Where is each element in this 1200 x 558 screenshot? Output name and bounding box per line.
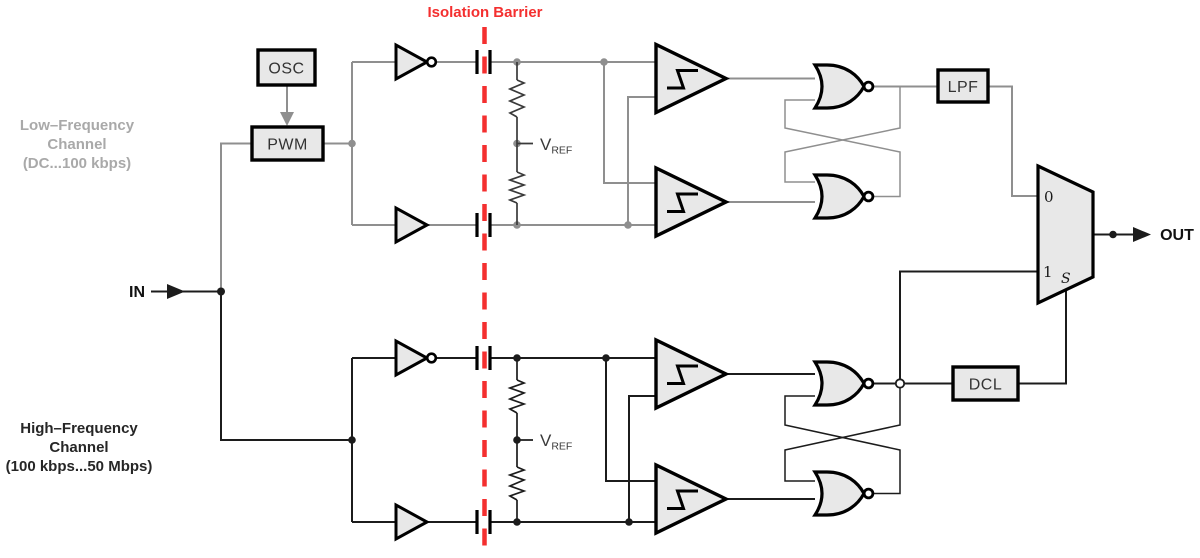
resistor-zigzag bbox=[507, 171, 527, 204]
wire-hf-latch-cross-b bbox=[784, 395, 901, 495]
tx-buffers bbox=[394, 42, 431, 542]
in-arrowhead bbox=[167, 284, 185, 299]
osc-block bbox=[256, 48, 317, 87]
mux-select-label: S bbox=[1061, 271, 1071, 287]
vref-symbol: V bbox=[540, 135, 552, 154]
capacitor-hf-top bbox=[475, 346, 492, 370]
dcl-block bbox=[951, 365, 1020, 402]
dcl-label: DCL bbox=[969, 377, 1003, 394]
hysteresis-icons bbox=[667, 69, 698, 510]
capacitor-lf-top bbox=[475, 50, 492, 74]
out-arrowhead bbox=[1133, 227, 1151, 242]
hf-schmitt-top bbox=[654, 337, 730, 411]
hysteresis-icon bbox=[667, 364, 698, 385]
wire-hf-latch-cross-a bbox=[784, 383, 901, 482]
resistor-lead bbox=[516, 62, 533, 225]
nor-bubbles bbox=[862, 80, 875, 500]
osc-label: OSC bbox=[268, 61, 304, 78]
hf-schmitt-bottom bbox=[654, 462, 730, 536]
wire-hf-cross-up bbox=[628, 395, 656, 522]
resistor-zigzag bbox=[507, 466, 527, 501]
junction-dot bbox=[348, 436, 356, 444]
hysteresis-icon bbox=[667, 192, 698, 213]
junction-dot bbox=[1109, 230, 1117, 239]
lf-vref-divider bbox=[507, 62, 533, 225]
hf-nor-bottom bbox=[812, 470, 866, 517]
junction-dot bbox=[600, 58, 608, 66]
in-port-label: IN bbox=[129, 284, 145, 301]
hf-nor-top bbox=[812, 360, 866, 407]
junction-dot bbox=[217, 287, 225, 296]
nor-gates bbox=[812, 63, 866, 517]
low-frequency-channel-label: Low–Frequency Channel (DC...100 kbps) bbox=[20, 117, 135, 172]
lf-nor-top bbox=[812, 63, 866, 110]
hf-label-line1: High–Frequency bbox=[20, 420, 138, 437]
hf-vref-divider bbox=[507, 358, 533, 522]
nor-bubble bbox=[862, 487, 875, 500]
resistor-lead bbox=[516, 358, 533, 522]
capacitor-lf-bottom bbox=[475, 213, 492, 237]
lpf-label: LPF bbox=[948, 79, 979, 96]
capacitor-hf-bottom bbox=[475, 510, 492, 534]
isolation-barrier-label: Isolation Barrier bbox=[427, 4, 542, 21]
lf-label-line2: Channel bbox=[47, 136, 106, 153]
junction-dot bbox=[625, 518, 633, 526]
wire-lf-cross-up bbox=[627, 96, 656, 225]
hysteresis-icon bbox=[667, 69, 698, 90]
vref-label-lf: VREF bbox=[540, 135, 572, 157]
lf-label-line3: (DC...100 kbps) bbox=[23, 155, 131, 172]
lf-schmitt-bottom bbox=[654, 165, 730, 239]
junction-dot bbox=[348, 139, 356, 148]
wire-lf-latch-cross-b bbox=[784, 99, 901, 198]
hf-channel-wires bbox=[151, 233, 1134, 523]
lf-junction-dots bbox=[348, 58, 632, 229]
wire-node-to-mux1 bbox=[899, 270, 1038, 384]
osc-arrowhead bbox=[280, 112, 294, 126]
lf-label-line1: Low–Frequency bbox=[20, 117, 135, 134]
resistor-zigzag bbox=[507, 379, 527, 414]
junction-dot bbox=[602, 354, 610, 362]
hf-inverter-bubble bbox=[425, 352, 438, 364]
mux-input1-label: 1 bbox=[1043, 263, 1053, 281]
lf-inverter-bubble bbox=[425, 56, 438, 68]
wire-in-to-pwm bbox=[220, 142, 252, 292]
lf-channel-wires bbox=[220, 61, 1038, 292]
resistor-zigzag bbox=[507, 79, 527, 118]
nor-bubble bbox=[862, 377, 875, 390]
lf-inverter bbox=[394, 42, 431, 82]
wire-in-down bbox=[220, 291, 352, 441]
wire-lf-cross-down bbox=[603, 62, 656, 184]
wire-lf-latch-cross-a bbox=[784, 86, 901, 183]
wire-hf-cross-down bbox=[605, 358, 656, 482]
hf-output-node bbox=[894, 378, 906, 389]
pwm-label: PWM bbox=[267, 137, 308, 154]
schmitt-triggers bbox=[654, 41, 730, 536]
function-blocks bbox=[250, 48, 1020, 402]
out-port-label: OUT bbox=[1160, 227, 1194, 244]
high-frequency-channel-label: High–Frequency Channel (100 kbps...50 Mb… bbox=[6, 420, 153, 475]
vref-subscript: REF bbox=[551, 441, 572, 453]
hf-label-line2: Channel bbox=[49, 439, 108, 456]
wire-dcl-to-mux-select bbox=[1018, 289, 1067, 385]
vref-label-hf: VREF bbox=[540, 431, 572, 453]
hf-inverter bbox=[394, 338, 431, 378]
isolation-capacitors bbox=[475, 50, 492, 534]
lf-nor-bottom bbox=[812, 173, 866, 220]
wire-lpf-to-mux0 bbox=[988, 85, 1038, 197]
hf-label-line3: (100 kbps...50 Mbps) bbox=[6, 458, 153, 475]
nor-bubble bbox=[862, 80, 875, 93]
vref-symbol: V bbox=[540, 431, 552, 450]
junction-dot bbox=[624, 221, 632, 229]
lpf-block bbox=[936, 68, 990, 104]
hf-buffer bbox=[394, 502, 431, 542]
vref-subscript: REF bbox=[551, 145, 572, 157]
output-mux bbox=[1036, 163, 1095, 306]
hysteresis-icon bbox=[667, 489, 698, 510]
lf-buffer bbox=[394, 205, 431, 245]
lf-schmitt-top bbox=[654, 41, 730, 116]
nor-bubble bbox=[862, 190, 875, 203]
mux-input0-label: 0 bbox=[1044, 188, 1054, 206]
pwm-block bbox=[250, 125, 325, 162]
